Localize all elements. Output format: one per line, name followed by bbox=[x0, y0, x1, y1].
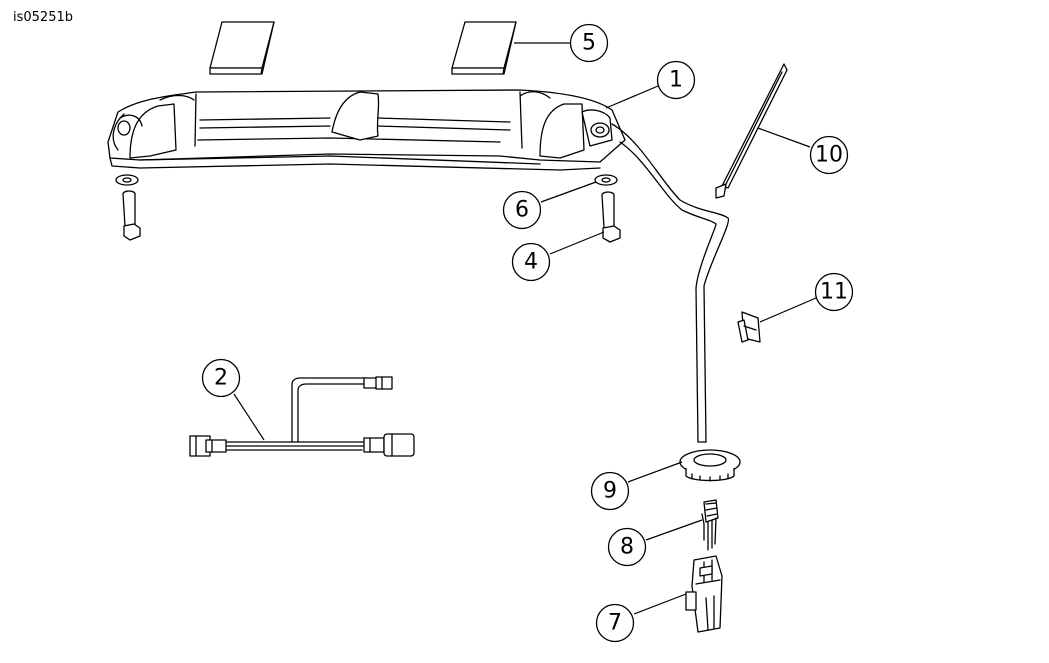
callout-6: 6 bbox=[502, 190, 542, 230]
grommet bbox=[679, 449, 741, 482]
callout-5-label: 5 bbox=[582, 31, 596, 56]
callout-5: 5 bbox=[569, 23, 609, 63]
pad-right bbox=[451, 21, 517, 75]
washer-right bbox=[594, 174, 618, 186]
callout-7: 7 bbox=[595, 603, 635, 643]
light-bar-cable bbox=[611, 123, 730, 443]
callout-2: 2 bbox=[201, 358, 241, 398]
bolt-left bbox=[122, 190, 141, 241]
leader-10 bbox=[757, 127, 811, 148]
clip bbox=[737, 311, 761, 343]
cable-tie bbox=[715, 63, 788, 199]
callout-9-label: 9 bbox=[603, 479, 617, 504]
leader-4 bbox=[549, 231, 605, 255]
callout-6-label: 6 bbox=[515, 198, 529, 223]
callout-4: 4 bbox=[511, 242, 551, 282]
leader-11 bbox=[759, 297, 817, 323]
wire-harness bbox=[189, 376, 415, 457]
leader-2 bbox=[233, 393, 265, 441]
connector-housing bbox=[685, 555, 723, 633]
callout-2-label: 2 bbox=[214, 366, 228, 391]
leader-8 bbox=[645, 519, 703, 541]
callout-7-label: 7 bbox=[608, 611, 622, 636]
leader-1 bbox=[605, 85, 659, 109]
leader-6 bbox=[540, 181, 597, 203]
washer-left bbox=[115, 174, 139, 186]
callout-8: 8 bbox=[607, 527, 647, 567]
callout-4-label: 4 bbox=[524, 250, 538, 275]
callout-11: 11 bbox=[814, 272, 854, 312]
leader-9 bbox=[627, 461, 683, 483]
callout-9: 9 bbox=[590, 471, 630, 511]
light-bar-housing bbox=[107, 89, 626, 171]
terminals bbox=[701, 499, 719, 551]
leader-7 bbox=[633, 593, 687, 615]
bolt-right bbox=[601, 191, 621, 243]
callout-10-label: 10 bbox=[815, 143, 843, 168]
callout-10: 10 bbox=[809, 135, 849, 175]
callout-8-label: 8 bbox=[620, 535, 634, 560]
callout-1: 1 bbox=[656, 60, 696, 100]
pad-left bbox=[209, 21, 275, 75]
callout-11-label: 11 bbox=[820, 280, 848, 305]
figure-id-label: is05251b bbox=[13, 10, 73, 25]
callout-1-label: 1 bbox=[669, 68, 683, 93]
